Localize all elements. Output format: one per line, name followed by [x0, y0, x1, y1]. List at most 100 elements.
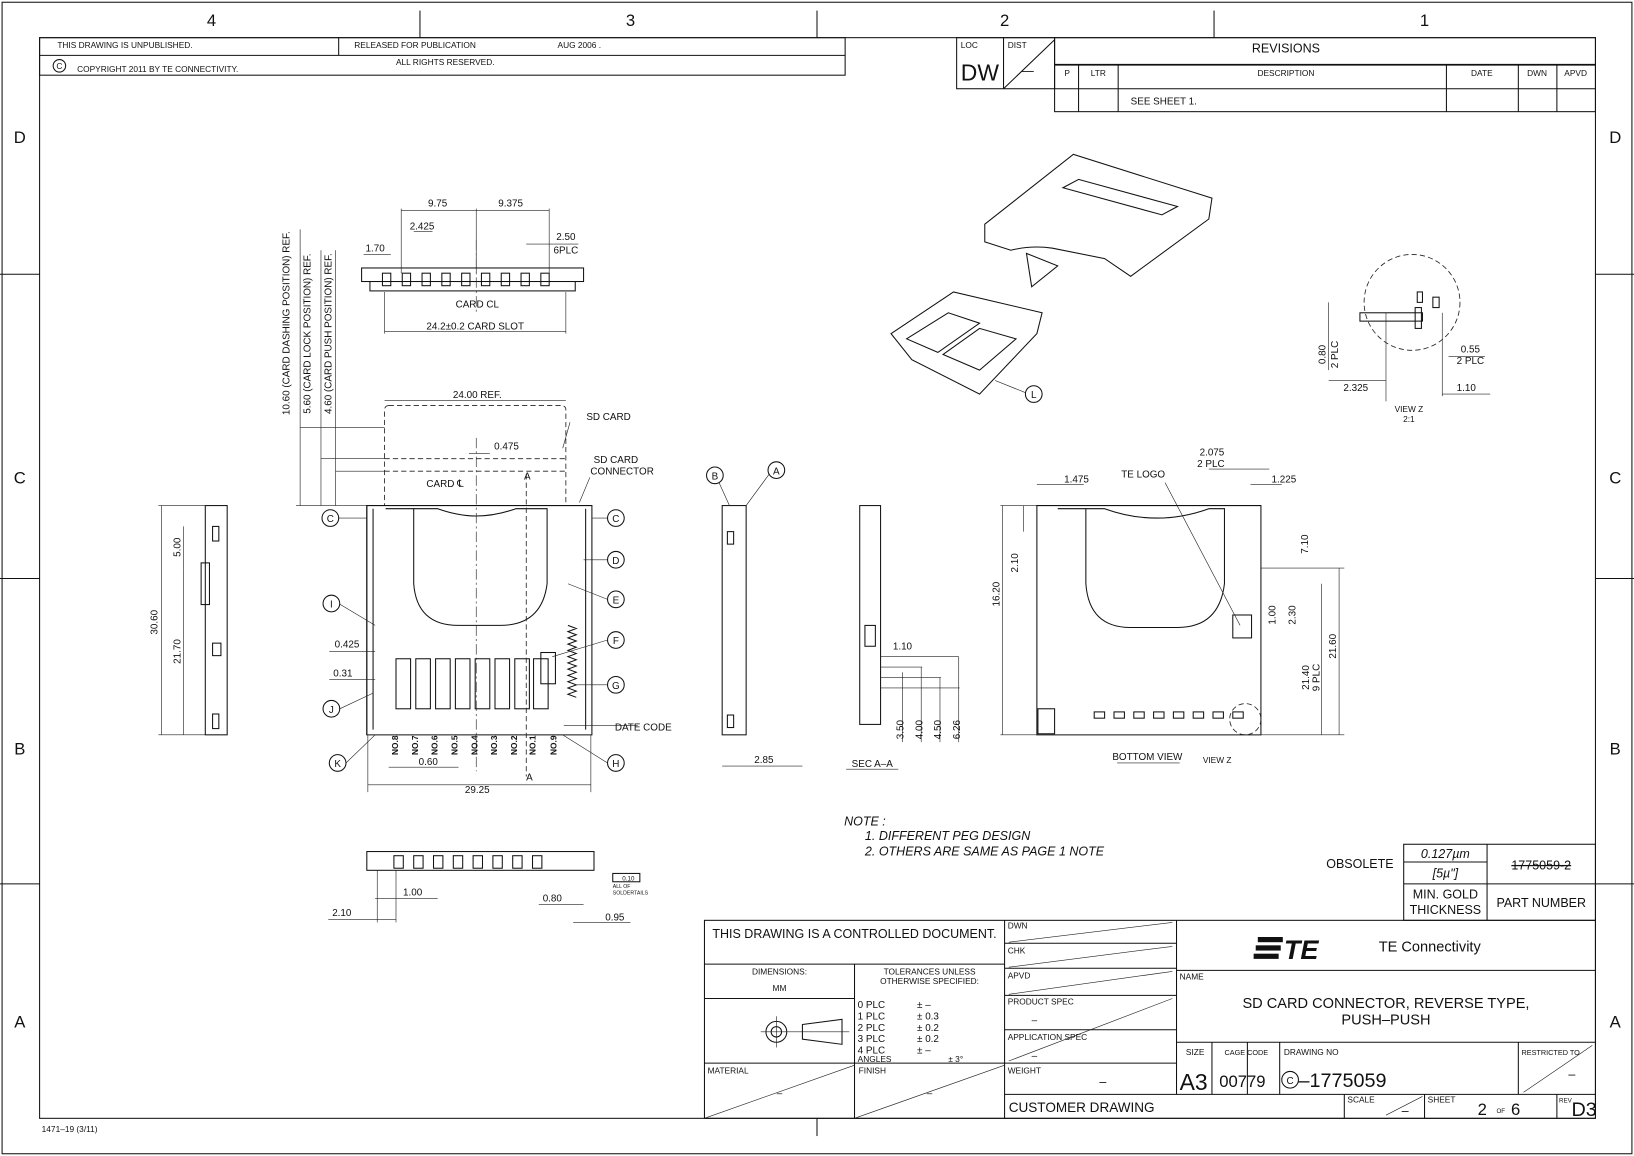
- callout-g: G: [612, 681, 620, 692]
- rev-col-ltr: LTR: [1091, 68, 1106, 78]
- dim-label: 30.60: [149, 609, 160, 634]
- zone-col-2: 2: [1000, 11, 1009, 30]
- dim-label: 1.225: [1271, 475, 1296, 486]
- callout-c: C: [327, 514, 334, 525]
- dim-label: 2 PLC: [1457, 356, 1484, 367]
- tolerance-value: ± 0.3: [917, 1011, 939, 1022]
- rev-col-apvd: APVD: [1564, 68, 1587, 78]
- dim-label: 0.60: [419, 757, 439, 768]
- zone-row-d: D: [14, 128, 26, 147]
- left-side-view: [158, 505, 228, 736]
- zone-markers: 4 3 2 1 D C B A D C B A: [0, 10, 1634, 1137]
- tolerance-plc: 3 PLC: [858, 1034, 885, 1045]
- callout-l: L: [1031, 390, 1037, 401]
- material-value: –: [777, 1088, 783, 1099]
- view-label: VIEW Z: [1395, 404, 1424, 414]
- tolerance-plc: 1 PLC: [858, 1011, 885, 1022]
- callout-i: I: [330, 600, 333, 611]
- gold-thickness-alt: [5µ"]: [1432, 867, 1459, 881]
- dim-label: TE LOGO: [1121, 469, 1165, 480]
- sheet-number: 2: [1478, 1100, 1487, 1119]
- rights-text: ALL RIGHTS RESERVED.: [396, 57, 495, 67]
- dim-label: DATE CODE: [615, 723, 672, 734]
- isometric-view: [890, 153, 1213, 395]
- product-spec-value: –: [1032, 1015, 1038, 1026]
- dim-label: 1.10: [893, 641, 913, 652]
- dim-label: CONNECTOR: [590, 466, 653, 477]
- dim-label: 16.20: [991, 581, 1002, 606]
- drawing-prefix: C: [1287, 1076, 1294, 1087]
- dim-label: 1.70: [366, 243, 386, 254]
- view-scale: 2:1: [1403, 414, 1415, 424]
- bottom-view: [1000, 468, 1345, 764]
- callout-k: K: [334, 759, 341, 770]
- drawing-number: –1775059: [1298, 1070, 1386, 1092]
- pin-label: NO.8: [390, 735, 400, 755]
- view-label: VIEW Z: [1203, 755, 1232, 765]
- restricted-label: RESTRICTED TO: [1521, 1048, 1580, 1057]
- callout-d: D: [612, 556, 619, 567]
- loc-value: DW: [961, 59, 1000, 85]
- datum-symbol-icon: [760, 1016, 850, 1048]
- dim-label: 1.10: [1457, 383, 1477, 394]
- rev-col-date: DATE: [1471, 68, 1493, 78]
- callout-f: F: [613, 636, 619, 647]
- callout-c: C: [612, 514, 619, 525]
- rev-label: REV: [1559, 1098, 1573, 1105]
- callout-j: J: [329, 705, 334, 716]
- dim-label: SD CARD: [594, 455, 638, 466]
- dwn-label: DWN: [1008, 921, 1028, 931]
- application-spec-label: APPLICATION SPEC: [1008, 1032, 1087, 1042]
- dim-label: 4.60 (CARD PUSH POSITION) REF.: [323, 253, 334, 414]
- publication-block: THIS DRAWING IS UNPUBLISHED. RELEASED FO…: [39, 37, 846, 76]
- cage-code: 00779: [1219, 1072, 1265, 1091]
- tolerance-value: ± –: [917, 1046, 931, 1057]
- pin-label: NO.5: [449, 735, 459, 755]
- dist-label: DIST: [1008, 40, 1027, 50]
- application-spec-value: –: [1032, 1051, 1038, 1062]
- weight-value: –: [1099, 1075, 1106, 1089]
- flatness-value: 0.10: [622, 876, 635, 883]
- section-a-a-view: [846, 505, 960, 770]
- size-value: A3: [1180, 1069, 1208, 1095]
- pin-label: NO.9: [548, 735, 558, 755]
- dim-label: 2 PLC: [1330, 341, 1341, 368]
- controlled-document-text: THIS DRAWING IS A CONTROLLED DOCUMENT.: [712, 927, 996, 941]
- finish-label: FINISH: [859, 1066, 886, 1076]
- drawing-name-line2: PUSH–PUSH: [1341, 1013, 1430, 1029]
- te-logo-icon: TE: [1253, 934, 1319, 965]
- release-date: AUG 2006 .: [558, 40, 602, 50]
- dim-label: 0.425: [335, 639, 360, 650]
- dim-label: 2.50: [556, 232, 576, 243]
- note-item: 1. DIFFERENT PEG DESIGN: [865, 829, 1031, 843]
- underside-view: [328, 851, 641, 923]
- dim-label: 9.375: [498, 198, 523, 209]
- c-circle-icon: [1281, 1070, 1299, 1089]
- zone-row-a: A: [14, 1013, 26, 1032]
- view-label: BOTTOM VIEW: [1112, 752, 1183, 763]
- restricted-value: –: [1568, 1068, 1575, 1082]
- callout-b: B: [712, 472, 719, 483]
- part-number-label: PART NUMBER: [1496, 896, 1586, 910]
- right-side-view: [721, 505, 803, 767]
- notes-title: NOTE :: [844, 814, 886, 828]
- dim-label: CARD CL: [456, 300, 500, 311]
- copyright-text: COPYRIGHT 2011 BY TE CONNECTIVITY.: [77, 64, 238, 74]
- pin-label: NO.2: [509, 735, 519, 755]
- zone-col-4: 4: [207, 11, 216, 30]
- zone-row-d-right: D: [1609, 128, 1621, 147]
- section-marker: A: [524, 472, 531, 483]
- dim-label: 9 PLC: [1311, 664, 1322, 691]
- dim-label: 21.70: [172, 639, 183, 664]
- dim-label: 2.30: [1287, 605, 1298, 625]
- top-view: [361, 208, 585, 334]
- dim-label: 2.325: [1343, 383, 1368, 394]
- dim-label: 0.80: [1318, 344, 1329, 364]
- dim-label: 29.25: [465, 785, 490, 796]
- dim-label: 24.00 REF.: [453, 390, 502, 401]
- sheet-total: 6: [1511, 1100, 1520, 1119]
- callout-h: H: [612, 759, 619, 770]
- min-gold-label: THICKNESS: [1410, 903, 1482, 917]
- dim-label: 24.2±0.2 CARD SLOT: [426, 321, 524, 332]
